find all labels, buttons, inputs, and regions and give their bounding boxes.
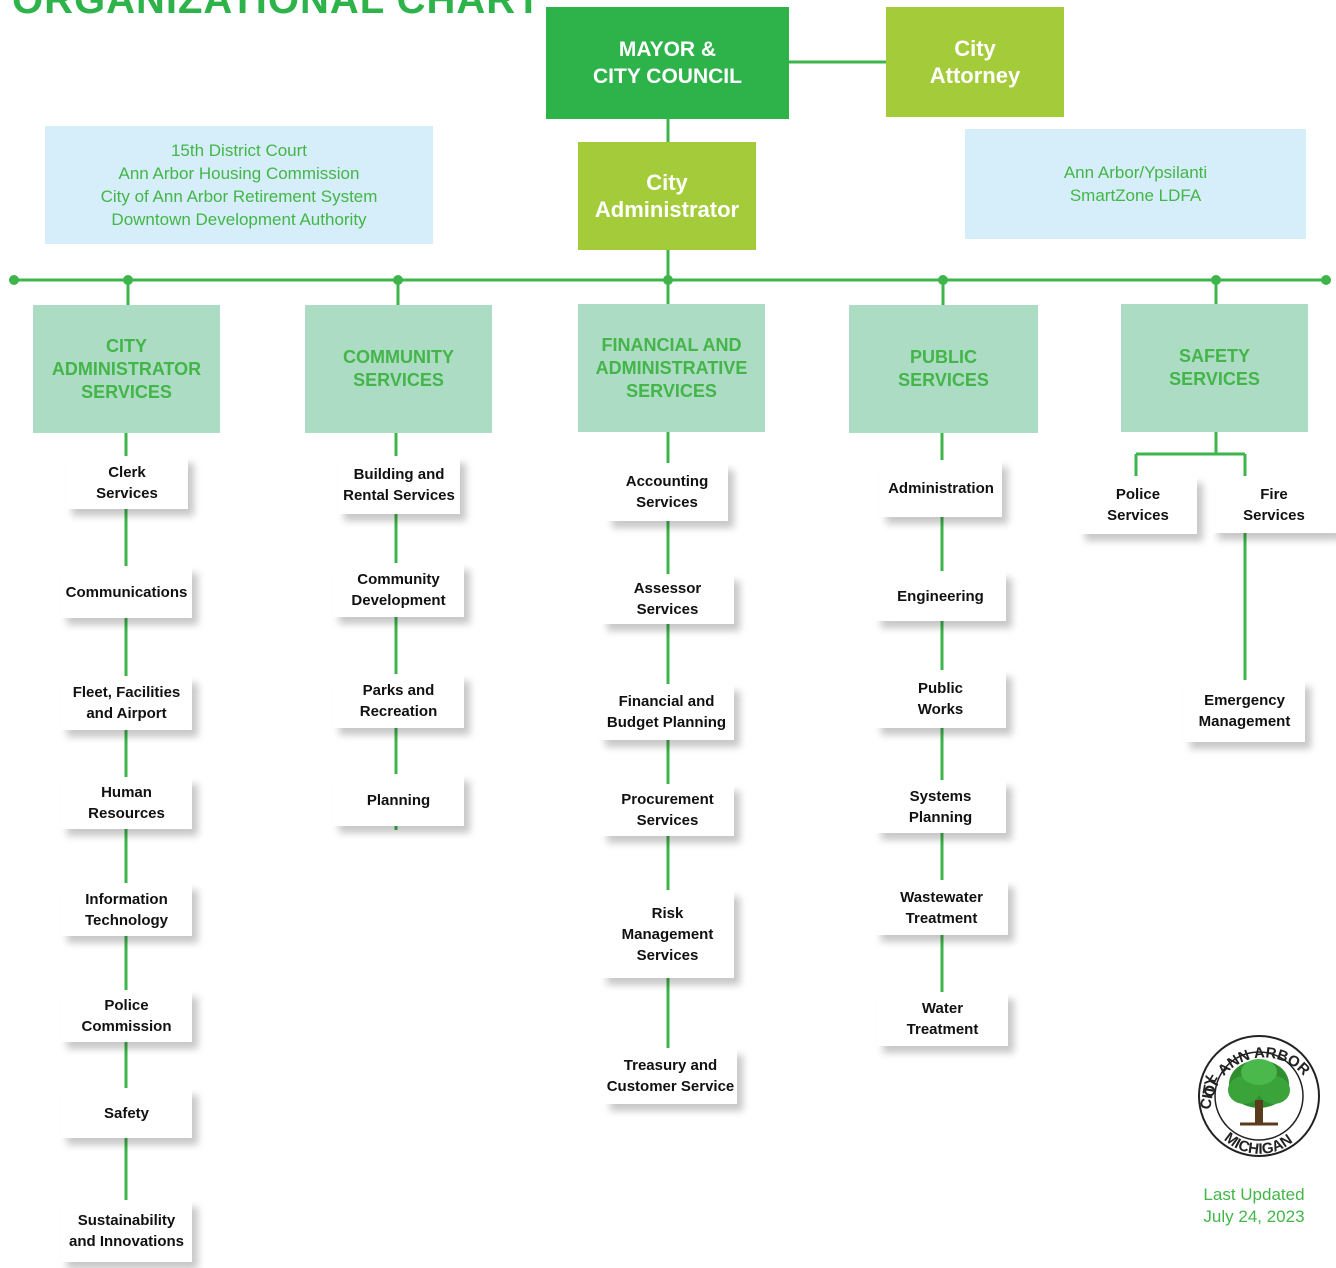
unit-communications: Communications — [61, 566, 192, 618]
unit-financial-budget-planning: Financial and Budget Planning — [599, 684, 734, 740]
unit-building-rental-services: Building and Rental Services — [338, 456, 460, 514]
smartzone-ldfa-box: Ann Arbor/Ypsilanti SmartZone LDFA — [965, 129, 1306, 239]
unit-police-commission: Police Commission — [61, 990, 192, 1042]
unit-assessor-services: Assessor Services — [601, 574, 734, 624]
department-safety-services: SAFETY SERVICES — [1121, 304, 1308, 432]
unit-emergency-management: Emergency Management — [1184, 680, 1305, 742]
department-public-services: PUBLIC SERVICES — [849, 305, 1038, 433]
unit-systems-planning: Systems Planning — [875, 780, 1006, 833]
unit-public-works: Public Works — [875, 670, 1006, 728]
city-attorney-box: City Attorney — [886, 7, 1064, 117]
city-administrator-box: City Administrator — [578, 142, 756, 250]
bus-dot-public — [938, 275, 948, 285]
last-updated-text: Last Updated July 24, 2023 — [1203, 1185, 1305, 1226]
unit-procurement-services: Procurement Services — [601, 784, 734, 836]
unit-administration: Administration — [880, 460, 1002, 517]
unit-water-treatment: Water Treatment — [877, 992, 1008, 1046]
department-city-administrator-services: CITY ADMINISTRATOR SERVICES — [33, 305, 220, 433]
bus-dot-safety — [1211, 275, 1221, 285]
mayor-city-council-box: MAYOR & CITY COUNCIL — [546, 7, 789, 119]
unit-fleet-facilities-airport: Fleet, Facilities and Airport — [61, 676, 192, 730]
unit-safety: Safety — [61, 1088, 192, 1138]
unit-sustainability-innovations: Sustainability and Innovations — [61, 1200, 192, 1262]
chart-title: ORGANIZATIONAL CHART — [12, 0, 542, 22]
bus-dot-city-admin — [123, 275, 133, 285]
bus-dot-financial — [663, 275, 673, 285]
unit-risk-management-services: Risk Management Services — [601, 890, 734, 978]
seal-left-text: CITY — [1197, 1074, 1220, 1111]
unit-engineering: Engineering — [875, 571, 1006, 621]
boards-commissions-box: 15th District Court Ann Arbor Housing Co… — [45, 126, 433, 244]
city-seal-logo: OF ANN ARBOR MICHIGAN CITY — [1197, 1035, 1320, 1158]
unit-accounting-services: Accounting Services — [606, 463, 728, 521]
unit-police-services: Police Services — [1079, 476, 1197, 534]
unit-planning: Planning — [333, 774, 464, 826]
unit-fire-services: Fire Services — [1212, 476, 1336, 533]
unit-clerk-services: Clerk Services — [66, 456, 188, 509]
department-financial-administrative-services: FINANCIAL AND ADMINISTRATIVE SERVICES — [578, 304, 765, 432]
unit-treasury-customer-service: Treasury and Customer Service — [604, 1048, 737, 1104]
unit-parks-recreation: Parks and Recreation — [333, 674, 464, 728]
bus-end-dot-right — [1321, 275, 1331, 285]
unit-wastewater-treatment: Wastewater Treatment — [875, 880, 1008, 935]
unit-community-development: Community Development — [333, 563, 464, 617]
department-community-services: COMMUNITY SERVICES — [305, 305, 492, 433]
unit-human-resources: Human Resources — [61, 777, 192, 829]
bus-dot-community — [393, 275, 403, 285]
unit-information-technology: Information Technology — [61, 883, 192, 936]
bus-end-dot-left — [9, 275, 19, 285]
